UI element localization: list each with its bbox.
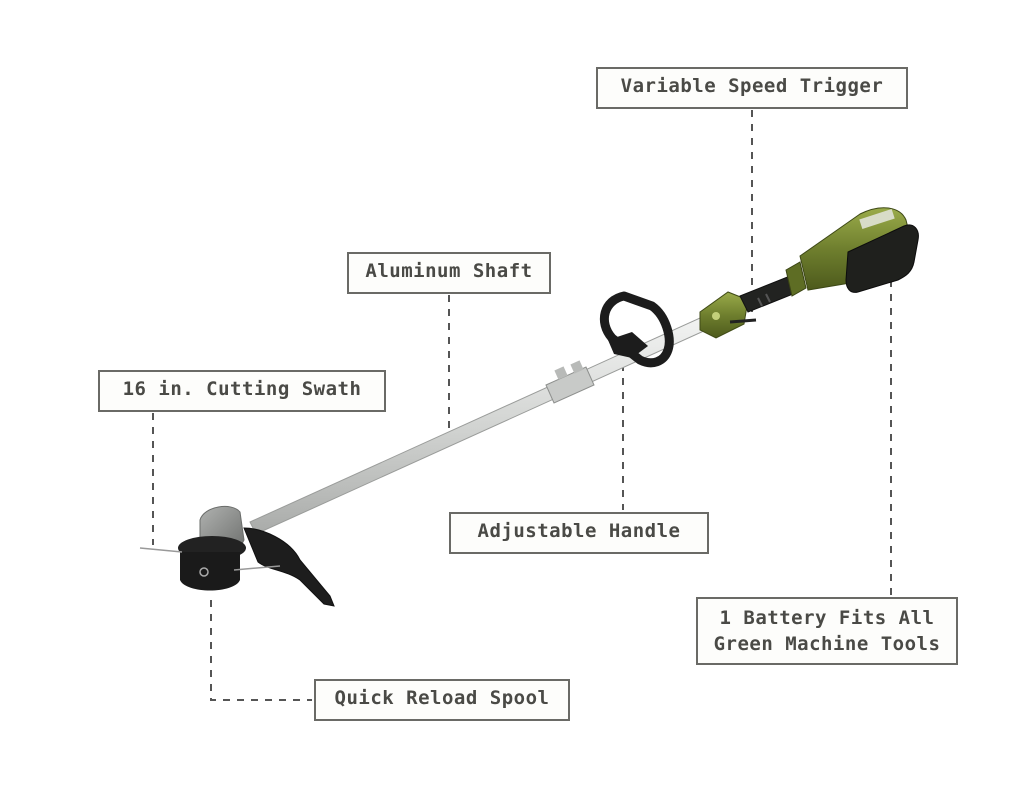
callout-battery: 1 Battery Fits All Green Machine Tools xyxy=(696,597,958,665)
callout-text-line-1: 1 Battery Fits All xyxy=(719,607,935,629)
guard xyxy=(243,527,335,607)
battery-pack xyxy=(845,224,919,293)
adjustable-handle xyxy=(599,291,674,368)
leader-lines xyxy=(152,110,892,701)
trigger-housing xyxy=(699,291,757,339)
callout-text: Adjustable Handle xyxy=(477,520,681,542)
callout-text-line-2: Green Machine Tools xyxy=(713,633,941,655)
callout-adjustable-handle: Adjustable Handle xyxy=(449,512,709,554)
brand-plate xyxy=(859,208,895,230)
cutting-line xyxy=(139,547,183,553)
callout-aluminum-shaft: Aluminum Shaft xyxy=(347,252,551,294)
spool xyxy=(180,552,240,591)
trimmer-head xyxy=(139,505,335,607)
callout-text: 16 in. Cutting Swath xyxy=(122,378,362,400)
callout-text: Variable Speed Trigger xyxy=(620,75,884,97)
callout-text: Aluminum Shaft xyxy=(365,260,533,282)
callout-cutting-swath: 16 in. Cutting Swath xyxy=(98,370,386,412)
shaft-coupler xyxy=(545,360,595,404)
leader-spool xyxy=(210,600,312,701)
callout-text: Quick Reload Spool xyxy=(334,687,550,709)
callout-variable-speed-trigger: Variable Speed Trigger xyxy=(596,67,908,109)
callout-quick-reload-spool: Quick Reload Spool xyxy=(314,679,570,721)
